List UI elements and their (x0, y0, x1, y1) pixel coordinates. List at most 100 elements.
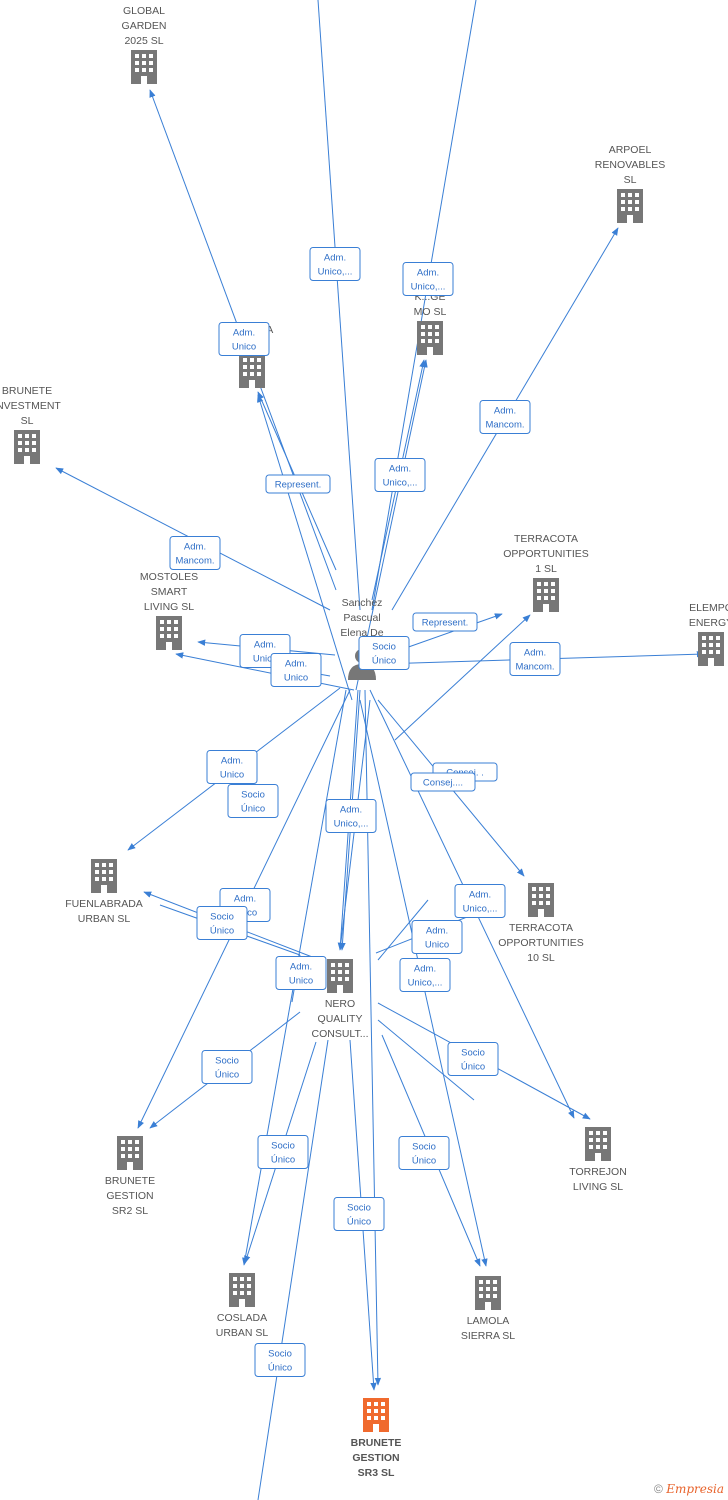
relation-label-text: Unico (425, 940, 449, 951)
relation-label-text: Socio (347, 1203, 371, 1214)
node-label: GESTION (106, 1190, 153, 1202)
relation-label-text: Socio (268, 1349, 292, 1360)
building-icon (131, 50, 157, 84)
relation-label-text: Socio (461, 1048, 485, 1059)
building-icon (698, 632, 724, 666)
node-label: TORREJON (569, 1166, 627, 1178)
relation-label[interactable]: Represent. (412, 612, 478, 632)
node-label: SL (21, 415, 34, 427)
node-label: OPPORTUNITIES (498, 937, 584, 949)
relation-label-text: Adm. (234, 894, 256, 905)
relation-label-text: Adm. (340, 805, 362, 816)
relation-label[interactable]: Consej.... (410, 772, 476, 792)
company-node[interactable]: BRUNETEINVESTMENTSL (0, 385, 61, 464)
node-label: 2025 SL (124, 35, 163, 47)
node-label: ELEMPO (689, 602, 728, 614)
relation-label-text: Consej.... (423, 778, 463, 789)
relation-label-box (411, 920, 463, 954)
relation-label[interactable]: Represent. (265, 474, 331, 494)
relation-edge (399, 613, 503, 651)
relation-label-text: Único (461, 1062, 485, 1073)
relation-label-box (358, 636, 410, 670)
relation-label-box (309, 247, 361, 281)
node-label: NERO (325, 998, 355, 1010)
node-label: BRUNETE (351, 1437, 402, 1449)
relation-label-text: Unico (220, 770, 244, 781)
relation-label-text: Único (215, 1070, 239, 1081)
relation-label-text: Único (347, 1217, 371, 1228)
relation-label-text: Único (271, 1155, 295, 1166)
relation-label[interactable]: Adm.Unico,... (309, 247, 361, 281)
node-label: ARPOEL (609, 144, 652, 156)
node-label: LIVING SL (573, 1181, 623, 1193)
relation-label-text: Represent. (422, 618, 468, 629)
relation-label[interactable]: Adm.Unico (218, 322, 270, 356)
relation-label-box (227, 784, 279, 818)
relation-label-text: Unico,... (318, 267, 353, 278)
brand-logo: Empresia (666, 1482, 724, 1496)
relation-label-text: Adm. (285, 659, 307, 670)
relation-label-text: Unico (232, 342, 256, 353)
node-label: Pascual (343, 612, 380, 624)
node-label: INVESTMENT (0, 400, 61, 412)
relation-label[interactable]: Adm.Unico,... (399, 958, 451, 992)
relation-label[interactable]: Adm.Unico,... (402, 262, 454, 296)
node-label: SIERRA SL (461, 1330, 515, 1342)
relation-label[interactable]: Adm.Unico,... (374, 458, 426, 492)
relation-label-text: Mancom. (485, 420, 524, 431)
relation-label[interactable]: Adm.Unico (275, 956, 327, 990)
relation-label-text: Único (210, 926, 234, 937)
relation-label-text: Único (412, 1156, 436, 1167)
relation-label-box (479, 400, 531, 434)
company-node[interactable]: ELEMPOENERGY (689, 602, 728, 666)
relation-label[interactable]: Adm.Unico (411, 920, 463, 954)
node-label: 10 SL (527, 952, 555, 964)
relation-label-text: Unico,... (334, 819, 369, 830)
company-node[interactable]: TORREJON LIVING SL (569, 1127, 627, 1193)
relation-label[interactable]: Adm.Unico (206, 750, 258, 784)
company-node[interactable]: NEROQUALITYCONSULT... (312, 959, 369, 1040)
relation-label[interactable]: Adm. Unico,... (325, 799, 377, 833)
relation-label-text: Unico,... (463, 904, 498, 915)
node-label: LIVING SL (144, 601, 194, 613)
relation-label-text: Adm. (389, 464, 411, 475)
relation-label-text: Adm. (254, 640, 276, 651)
relation-label-text: Represent. (275, 480, 321, 491)
relation-label[interactable]: Adm.Unico,... (454, 884, 506, 918)
building-icon (533, 578, 559, 612)
relation-label-text: Unico,... (408, 978, 443, 989)
node-label: TERRACOTA (509, 922, 573, 934)
relation-label-box (398, 1136, 450, 1170)
node-label: 1 SL (535, 563, 557, 575)
company-node[interactable]: TERRACOTA OPPORTUNITIES 10 SL (498, 883, 584, 964)
relation-label-box (206, 750, 258, 784)
relation-label-box (447, 1042, 499, 1076)
relation-label[interactable]: Adm.Mancom. (169, 536, 221, 570)
copyright-symbol: © (654, 1482, 663, 1496)
relation-label-text: Mancom. (175, 556, 214, 567)
relation-label[interactable]: Adm.Unico (270, 653, 322, 687)
relation-label[interactable]: Adm.Mancom. (509, 642, 561, 676)
relation-label[interactable]: Adm.Mancom. (479, 400, 531, 434)
